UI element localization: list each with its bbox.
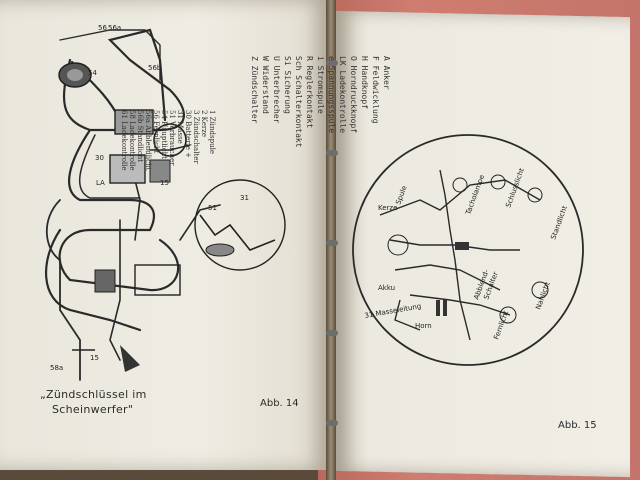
svg-text:56b: 56b	[148, 64, 162, 72]
caption-line2: Scheinwerfer"	[52, 403, 134, 416]
svg-text:Schlusslicht: Schlusslicht	[504, 167, 526, 209]
legend-row: U Unterbrecher	[272, 56, 281, 124]
legend-item: 61 Ladekontrolle	[120, 110, 128, 171]
lamp-symbol	[499, 306, 517, 324]
figure-label-right: Abb. 15	[558, 420, 597, 431]
svg-text:56: 56	[98, 24, 107, 32]
battery-icon	[134, 264, 181, 296]
svg-text:Tacholampe: Tacholampe	[464, 174, 486, 217]
lamp-symbol	[452, 177, 468, 193]
coil-icon	[114, 109, 154, 135]
binding-ring	[326, 420, 338, 426]
legend-row: e Spannungsspule	[327, 56, 336, 134]
legend-row: W Widerstand	[261, 56, 270, 114]
legend-item: 31 Masse	[176, 110, 184, 144]
detail-circle	[194, 179, 286, 271]
battery-symbol	[436, 300, 440, 316]
switch-icon	[120, 345, 140, 372]
generator-symbol	[387, 234, 409, 256]
svg-text:51: 51	[208, 204, 217, 212]
legend-row: Sch Schalterkontakt	[294, 56, 303, 148]
legend-item: 58 Ladekontrolle	[128, 110, 136, 171]
contact-breaker-icon	[205, 243, 235, 257]
svg-text:Nahlicht: Nahlicht	[534, 281, 551, 311]
svg-text:Kerze: Kerze	[378, 204, 397, 212]
binding-ring	[326, 240, 338, 246]
horn-icon	[94, 269, 116, 293]
svg-text:LA: LA	[96, 179, 105, 187]
legend-item: 1 Zündspule	[208, 110, 216, 155]
figure-label-left: Abb. 14	[260, 398, 299, 409]
legend-item: 56a Abblendlicht	[144, 110, 152, 171]
legend-item: 3 Zündschalter	[192, 110, 200, 164]
legend-right: A Anker F Feldwicklung H Handknopf O Hor…	[249, 56, 392, 148]
svg-text:15: 15	[90, 354, 99, 362]
binding-ring	[326, 150, 338, 156]
binding-ring	[326, 330, 338, 336]
legend-item: 2 Kerze	[200, 110, 208, 138]
svg-text:31: 31	[240, 194, 249, 202]
svg-text:Fernlicht: Fernlicht	[492, 309, 510, 340]
caption-line1: „Zündschlüssel im	[40, 388, 147, 401]
lamp-symbol	[527, 187, 543, 203]
legend-row: LK Ladekontrolle	[338, 56, 347, 134]
legend-left: 1 Zündspule 2 Kerze 3 Zündschalter 30 Ba…	[120, 110, 216, 171]
svg-text:Standlicht: Standlicht	[549, 205, 569, 241]
svg-text:Horn: Horn	[415, 322, 432, 330]
generator-icon	[153, 123, 187, 157]
svg-text:54: 54	[88, 69, 97, 77]
legend-item: 54 Hauptlicht	[160, 110, 168, 159]
legend-row: O Horndruckknopf	[349, 56, 358, 134]
legend-item: 56b Standlicht	[136, 110, 144, 163]
left-page	[0, 0, 330, 470]
legend-row: A Anker	[382, 56, 391, 90]
svg-text:30: 30	[95, 154, 104, 162]
svg-text:56a: 56a	[108, 24, 121, 32]
regulator-icon	[109, 154, 146, 184]
legend-row: i Stromspule	[316, 56, 325, 114]
svg-text:Spule: Spule	[394, 185, 408, 206]
svg-text:Akku: Akku	[378, 284, 395, 292]
svg-text:15: 15	[160, 179, 169, 187]
legend-row: Z Zündschalter	[250, 56, 259, 124]
svg-text:58a: 58a	[50, 364, 63, 372]
legend-item: 30 Batterie +	[184, 110, 192, 159]
binding-ring	[326, 60, 338, 66]
lamp-symbol	[490, 174, 506, 190]
legend-row: Si Sicherung	[283, 56, 292, 114]
switch-symbol	[455, 242, 469, 250]
plug-icon	[149, 159, 171, 183]
svg-text:31 Masseleitung: 31 Masseleitung	[364, 302, 422, 320]
legend-row: F Feldwicklung	[371, 56, 380, 124]
lamp-symbol	[531, 281, 549, 299]
legend-row: R Reglerkontakt	[305, 56, 314, 129]
legend-item: 56 Fernlicht	[152, 110, 160, 154]
headlamp-icon	[58, 62, 92, 88]
legend-item: 51 Verbraucher	[168, 110, 176, 166]
legend-row: H Handknopf	[360, 56, 369, 110]
diagram-circle	[352, 134, 584, 366]
